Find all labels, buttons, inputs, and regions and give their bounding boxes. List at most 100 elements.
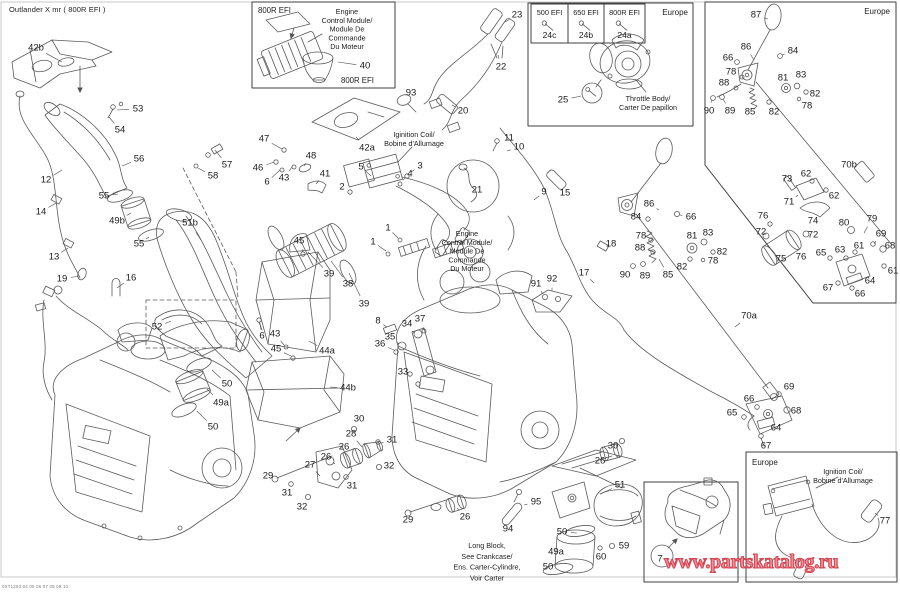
callout-40: 40	[360, 61, 371, 72]
gearshift-europe-drawing	[710, 3, 893, 291]
callout-46: 46	[253, 163, 264, 174]
leader-line	[410, 169, 415, 173]
leader-line	[259, 322, 262, 330]
callout-69: 69	[876, 229, 887, 240]
callout-34: 34	[402, 319, 413, 330]
ignition-europe-box-frame	[745, 451, 898, 583]
engine-center-drawing	[385, 213, 578, 499]
leader-line	[195, 232, 202, 241]
leader-line	[211, 369, 221, 379]
diagram-border	[0, 1, 897, 578]
callout-2: 2	[339, 182, 344, 193]
callout-73: 73	[782, 174, 793, 185]
variant-ref-24b: 24b	[579, 30, 593, 40]
leader-line	[599, 488, 613, 495]
leader-line	[874, 512, 879, 516]
leader-line	[863, 226, 868, 234]
callout-52: 52	[152, 322, 163, 333]
callout-50: 50	[543, 562, 554, 573]
watermark-partskatalog: www.partskatalog.ru	[663, 550, 839, 573]
engine-left-drawing	[34, 285, 256, 541]
callout-35: 35	[385, 332, 396, 343]
air-duct-49a-drawing	[542, 525, 596, 575]
leader-line	[378, 245, 387, 252]
callout-77: 77	[880, 516, 891, 527]
dipstick-detail-circle-drawing	[446, 159, 500, 213]
callout-83: 83	[703, 228, 714, 239]
callout-78: 78	[708, 256, 719, 267]
callout-70a: 70a	[741, 311, 758, 322]
gearshift-main-drawing	[617, 137, 780, 401]
callout-55: 55	[99, 191, 110, 202]
leader-line	[70, 275, 80, 278]
leader-line	[301, 249, 304, 253]
engine-inset-box-frame	[643, 481, 739, 583]
callout-66: 66	[855, 289, 866, 300]
leader-line	[392, 232, 399, 239]
callout-62: 62	[829, 191, 840, 202]
leader-line	[53, 169, 63, 176]
leader-line	[271, 169, 281, 178]
callout-92: 92	[547, 274, 558, 285]
callout-88: 88	[635, 243, 646, 254]
callout-50: 50	[222, 379, 233, 390]
leader-line	[456, 507, 460, 511]
callout-26: 26	[339, 442, 350, 453]
callout-49b: 49b	[109, 216, 125, 227]
callout-32: 32	[384, 461, 395, 472]
callout-66: 66	[723, 53, 734, 64]
callout-26: 26	[460, 512, 471, 523]
leader-line	[422, 327, 425, 331]
callout-95: 95	[531, 497, 542, 508]
callout-14: 14	[36, 207, 47, 218]
leader-line	[112, 193, 119, 196]
leader-line	[380, 442, 384, 444]
page-title: Outlander X mr ( 800R EFI )	[9, 5, 106, 14]
callout-72: 72	[808, 230, 819, 241]
callout-19: 19	[57, 274, 68, 285]
leader-line	[764, 17, 769, 20]
intake-tube-56-drawing	[43, 102, 224, 242]
callout-93: 93	[406, 88, 417, 99]
leader-line	[656, 208, 660, 211]
callout-30: 30	[608, 441, 619, 452]
callout-75: 75	[776, 254, 787, 265]
callout-6: 6	[259, 331, 264, 342]
variant-label-650efi: 650 EFI	[573, 8, 599, 17]
leader-line	[308, 340, 318, 346]
callout-29: 29	[263, 471, 274, 482]
spark-plug-wires-drawing	[396, 8, 516, 152]
callout-74: 74	[808, 216, 819, 227]
air-filter-bellows-drawing	[256, 223, 357, 361]
leader-line	[121, 162, 132, 167]
vent-hose-12-drawing	[15, 90, 124, 297]
callout-18: 18	[606, 239, 617, 250]
callout-43: 43	[279, 173, 290, 184]
ecm-box-frame	[251, 1, 396, 89]
leader-line	[355, 136, 360, 141]
callout-10: 10	[514, 142, 525, 153]
ignition-box-region-label: Europe	[752, 458, 778, 467]
throttle-body-drawing	[541, 20, 651, 104]
callout-82: 82	[769, 107, 780, 118]
leader-line	[61, 247, 69, 253]
callout-61: 61	[854, 241, 865, 252]
leader-line	[451, 104, 456, 108]
callout-31: 31	[282, 488, 293, 499]
variant-box-800	[603, 3, 646, 44]
callout-79: 79	[867, 214, 878, 225]
callout-53: 53	[133, 104, 144, 115]
leader-line	[164, 320, 172, 324]
callout-28: 28	[346, 429, 357, 440]
callout-68: 68	[791, 406, 802, 417]
callout-81: 81	[778, 73, 789, 84]
callout-76: 76	[796, 252, 807, 263]
callout-67: 67	[823, 283, 834, 294]
leader-line	[126, 212, 132, 216]
callout-48: 48	[306, 151, 317, 162]
variant-ref-24c: 24c	[543, 30, 557, 40]
callout-38: 38	[343, 279, 354, 290]
leader-line	[116, 282, 124, 289]
leader-line	[116, 109, 130, 111]
callout-15: 15	[560, 188, 571, 199]
